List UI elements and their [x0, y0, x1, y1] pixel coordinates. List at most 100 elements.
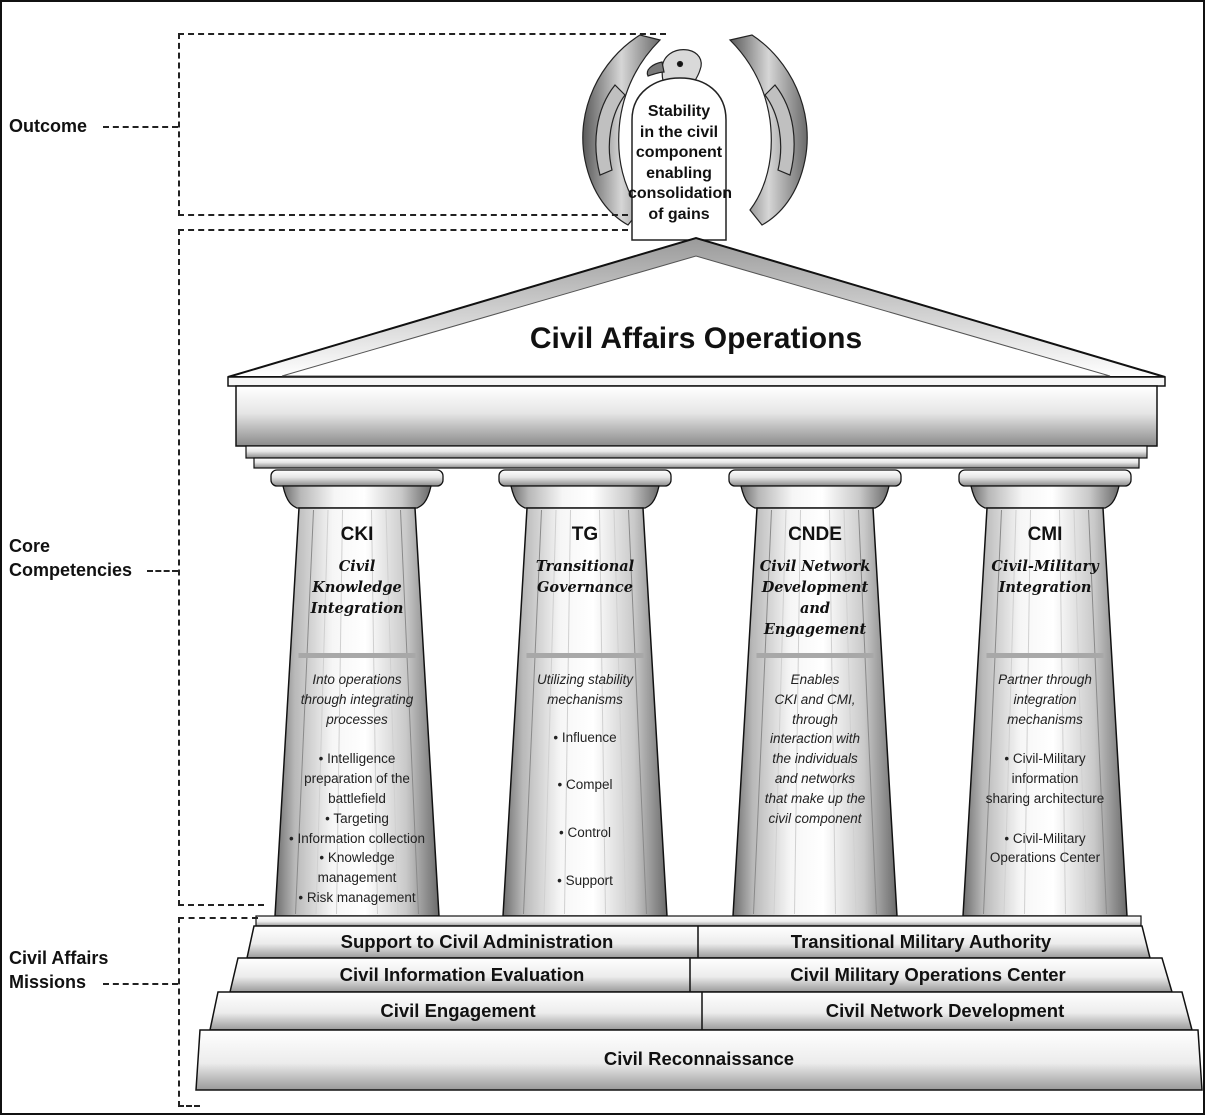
column-capital [728, 469, 902, 487]
column-name-line: Integration [998, 579, 1092, 596]
column-abbreviation: CNDE [788, 524, 842, 545]
column-name-line: Civil-Military [991, 558, 1099, 575]
column-flute [983, 509, 1002, 915]
core-competencies-label: Core Competencies [9, 534, 132, 582]
outcome-line: of gains [648, 205, 710, 223]
column-bullet: • Risk management [298, 889, 416, 905]
column-flute [1003, 509, 1017, 915]
column-description-line: processes [326, 711, 388, 727]
column-bullet: • Civil-Military [1004, 830, 1086, 846]
core-label-line1: Core [9, 536, 51, 556]
column-description-line: CKI and CMI, [774, 691, 856, 707]
column-description-line: and networks [774, 770, 856, 786]
core-label-line2: Competencies [9, 560, 133, 580]
outcome-leader [103, 126, 178, 128]
outcome-line: consolidation [628, 185, 732, 202]
column-flute [1059, 509, 1066, 915]
column-description-line: mechanisms [547, 691, 623, 707]
column-description-line: through integrating [300, 691, 414, 707]
outcome-tablet [631, 77, 727, 241]
column-divider [298, 653, 416, 658]
mission-support-civil-admin: Support to Civil Administration [340, 931, 614, 952]
outcome-connector-bottom [178, 214, 628, 216]
outcome-line: component [635, 144, 723, 161]
column-flute [1024, 509, 1031, 915]
outcome-connector-vertical [178, 33, 180, 216]
missions-label-line2: Missions [9, 972, 87, 992]
column-bullet: information [1011, 771, 1079, 787]
column-abbreviation: CKI [340, 524, 374, 545]
column-flute [315, 509, 329, 915]
core-leader [147, 570, 178, 572]
outcome-label: Outcome [9, 114, 87, 138]
column-description-line: Enables [790, 672, 840, 687]
column-flute [829, 509, 836, 915]
mission-civil-engagement: Civil Engagement [380, 1000, 536, 1021]
column-bullet: Operations Center [989, 850, 1101, 866]
column-flute [371, 509, 378, 915]
core-connector-top [178, 229, 628, 231]
column-capital [498, 469, 672, 487]
column-capital [958, 469, 1132, 487]
column-description-line: mechanisms [1007, 711, 1083, 727]
column-bullet: • Knowledge [319, 850, 395, 866]
outcome-statement: Stability in the civil component enablin… [628, 102, 732, 225]
column-flute [613, 509, 627, 915]
column-flute [628, 509, 647, 915]
missions-leader [103, 983, 178, 985]
mission-transitional-military-authority: Transitional Military Authority [790, 931, 1052, 952]
column-abbreviation: TG [571, 524, 599, 545]
column-flute [1088, 509, 1107, 915]
column-echinus [282, 485, 432, 509]
column-name-line: Civil [338, 558, 376, 575]
column-bullet: battlefield [328, 790, 386, 806]
civil-affairs-missions-label: Civil Affairs Missions [9, 946, 108, 994]
column-flute [599, 509, 606, 915]
column-description-line: integration [1013, 691, 1077, 707]
column-divider [526, 653, 644, 658]
mission-civil-information-evaluation: Civil Information Evaluation [339, 964, 585, 985]
column-abbreviation: CMI [1027, 524, 1063, 545]
outcome-line: in the civil [639, 123, 719, 141]
column-name-line: Knowledge [312, 579, 402, 596]
column-capital [270, 469, 444, 487]
column-bullet: • Control [559, 825, 611, 841]
core-connector-bottom [178, 904, 264, 906]
column-echinus [970, 485, 1120, 509]
column-name-line: Governance [537, 579, 633, 596]
column-name-line: Development [761, 579, 869, 596]
column-description-line: civil component [768, 810, 862, 826]
mission-civil-network-development: Civil Network Development [825, 1000, 1065, 1021]
column-flute [753, 509, 772, 915]
outcome-line: enabling [646, 164, 712, 182]
column-bullet: sharing architecture [985, 790, 1105, 806]
missions-connector-bottom [178, 1105, 200, 1107]
column-description-line: through [792, 711, 838, 727]
outcome-label-text: Outcome [9, 116, 88, 136]
column-echinus [510, 485, 660, 509]
missions-label-line1: Civil Affairs [9, 948, 109, 968]
column-flute [336, 509, 343, 915]
missions-connector-vertical [178, 917, 180, 1107]
column-flute [564, 509, 571, 915]
column-bullet: • Intelligence [318, 751, 396, 767]
column-name-line: Engagement [763, 621, 867, 638]
column-flute [543, 509, 557, 915]
core-connector-vertical [178, 229, 180, 906]
column-divider [986, 653, 1104, 658]
column-bullet: • Information collection [288, 830, 426, 846]
column-bullet: • Support [557, 872, 613, 888]
